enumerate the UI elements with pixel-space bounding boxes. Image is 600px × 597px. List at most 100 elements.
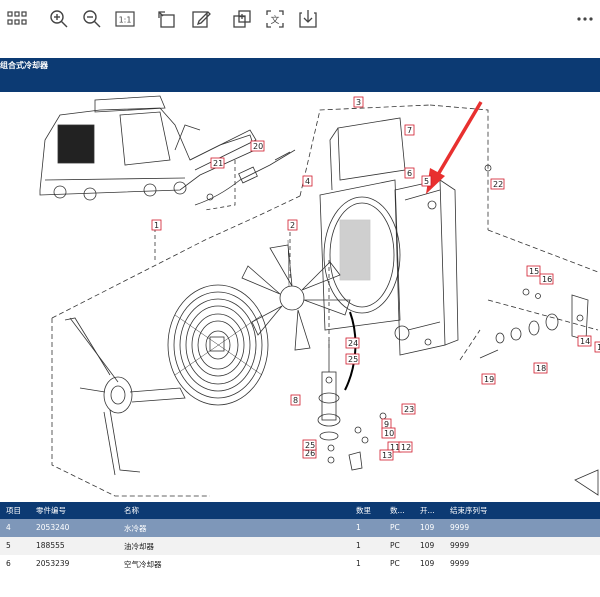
callout-box — [398, 441, 413, 453]
callout-6[interactable]: 6 — [407, 169, 412, 178]
callout-box — [421, 175, 432, 187]
rotate-icon[interactable] — [156, 8, 178, 30]
cell-end: 9999 — [450, 523, 470, 532]
cell-end: 9999 — [450, 541, 470, 550]
isolator-stack — [317, 340, 387, 471]
bracket-hardware — [479, 164, 599, 496]
callout-box — [290, 394, 301, 406]
highlight-arrow — [426, 101, 483, 194]
parts-diagram[interactable]: 1234567891011121314151617181920212223242… — [0, 92, 600, 502]
col-quantity[interactable]: 数里 — [356, 506, 371, 515]
callout-box — [533, 362, 548, 374]
callout-16[interactable]: 16 — [542, 275, 552, 284]
callout-box — [539, 273, 554, 285]
zoom-in-icon[interactable] — [48, 8, 70, 30]
callout-10[interactable]: 10 — [384, 429, 394, 438]
callout-9[interactable]: 9 — [384, 420, 389, 429]
cell-item: 6 — [6, 559, 11, 568]
callout-5[interactable]: 5 — [424, 177, 429, 186]
fan — [241, 239, 351, 351]
cell-item: 4 — [6, 523, 11, 532]
callout-13[interactable]: 13 — [382, 451, 392, 460]
callout-1[interactable]: 1 — [154, 221, 159, 230]
copy-icon[interactable] — [231, 8, 253, 30]
cell-item: 5 — [6, 541, 11, 550]
callout-19[interactable]: 19 — [484, 375, 494, 384]
table-header: 项目 零件编号 名称 数里 数... 开... 结束序列号 — [0, 502, 600, 519]
cell-qty: 1 — [356, 523, 361, 532]
callout-4[interactable]: 4 — [305, 177, 310, 186]
callout-box — [345, 337, 360, 349]
callout-26[interactable]: 26 — [305, 449, 315, 458]
translate-icon[interactable]: 文 — [264, 8, 286, 30]
cell-qty: 1 — [356, 541, 361, 550]
section-title-bar: 组合式冷却器 — [0, 58, 600, 92]
callout-box — [302, 439, 317, 451]
cell-end: 9999 — [450, 559, 470, 568]
page-title: 组合式冷却器 — [0, 61, 48, 70]
sensor-cable — [194, 149, 296, 206]
mounting-frame — [64, 317, 186, 476]
callout-24[interactable]: 24 — [348, 339, 358, 348]
col-unit[interactable]: 数... — [390, 506, 405, 515]
grid-icon[interactable] — [6, 8, 28, 30]
download-icon[interactable] — [297, 8, 319, 30]
cooler-assembly — [319, 117, 459, 356]
cell-part: 2053239 — [36, 559, 70, 568]
callout-3[interactable]: 3 — [356, 98, 361, 107]
col-item[interactable]: 项目 — [6, 506, 21, 515]
callout-box — [151, 219, 162, 231]
callout-23[interactable]: 23 — [404, 405, 414, 414]
edit-icon[interactable] — [190, 8, 212, 30]
callout-box — [404, 167, 415, 179]
cell-name: 水冷器 — [124, 524, 147, 533]
cell-part: 188555 — [36, 541, 65, 550]
col-name[interactable]: 名称 — [124, 506, 139, 515]
actual-size-label: 1:1 — [119, 16, 132, 25]
callout-box — [302, 175, 313, 187]
callout-box — [490, 178, 505, 190]
callout-20[interactable]: 20 — [253, 142, 263, 151]
col-start[interactable]: 开... — [420, 506, 435, 515]
callout-8[interactable]: 8 — [293, 396, 298, 405]
callout-box — [594, 341, 600, 353]
callout-box — [401, 403, 416, 415]
cell-name: 空气冷却器 — [124, 560, 162, 569]
cell-qty: 1 — [356, 559, 361, 568]
callout-17[interactable]: 17 — [597, 343, 600, 352]
callout-15[interactable]: 15 — [529, 267, 539, 276]
callout-box — [345, 353, 360, 365]
callout-21[interactable]: 21 — [213, 159, 223, 168]
callout-12[interactable]: 12 — [401, 443, 411, 452]
callout-14[interactable]: 14 — [580, 337, 590, 346]
callout-11[interactable]: 11 — [390, 443, 400, 452]
cell-unit: PC — [390, 541, 400, 550]
cell-start: 109 — [420, 541, 435, 550]
callout-2[interactable]: 2 — [290, 221, 295, 230]
callout-box — [353, 96, 364, 108]
callout-box — [379, 449, 394, 461]
callout-box — [210, 157, 225, 169]
callout-25[interactable]: 25 — [305, 441, 315, 450]
callout-22[interactable]: 22 — [493, 180, 503, 189]
callout-7[interactable]: 7 — [407, 126, 412, 135]
col-part-number[interactable]: 零件编号 — [36, 506, 66, 515]
callout-18[interactable]: 18 — [536, 364, 546, 373]
col-end-serial[interactable]: 结束序列号 — [450, 506, 488, 515]
actual-size-icon[interactable]: 1:1 — [114, 8, 136, 30]
callout-box — [250, 140, 265, 152]
machine-illustration — [39, 95, 257, 201]
cell-unit: PC — [390, 559, 400, 568]
callout-box — [481, 373, 496, 385]
callout-25[interactable]: 25 — [348, 355, 358, 364]
callout-box — [577, 335, 592, 347]
toolbar: 1:1 文 — [0, 0, 600, 40]
zoom-out-icon[interactable] — [81, 8, 103, 30]
translate-label: 文 — [270, 14, 279, 26]
cell-start: 109 — [420, 523, 435, 532]
more-icon[interactable] — [574, 8, 596, 30]
